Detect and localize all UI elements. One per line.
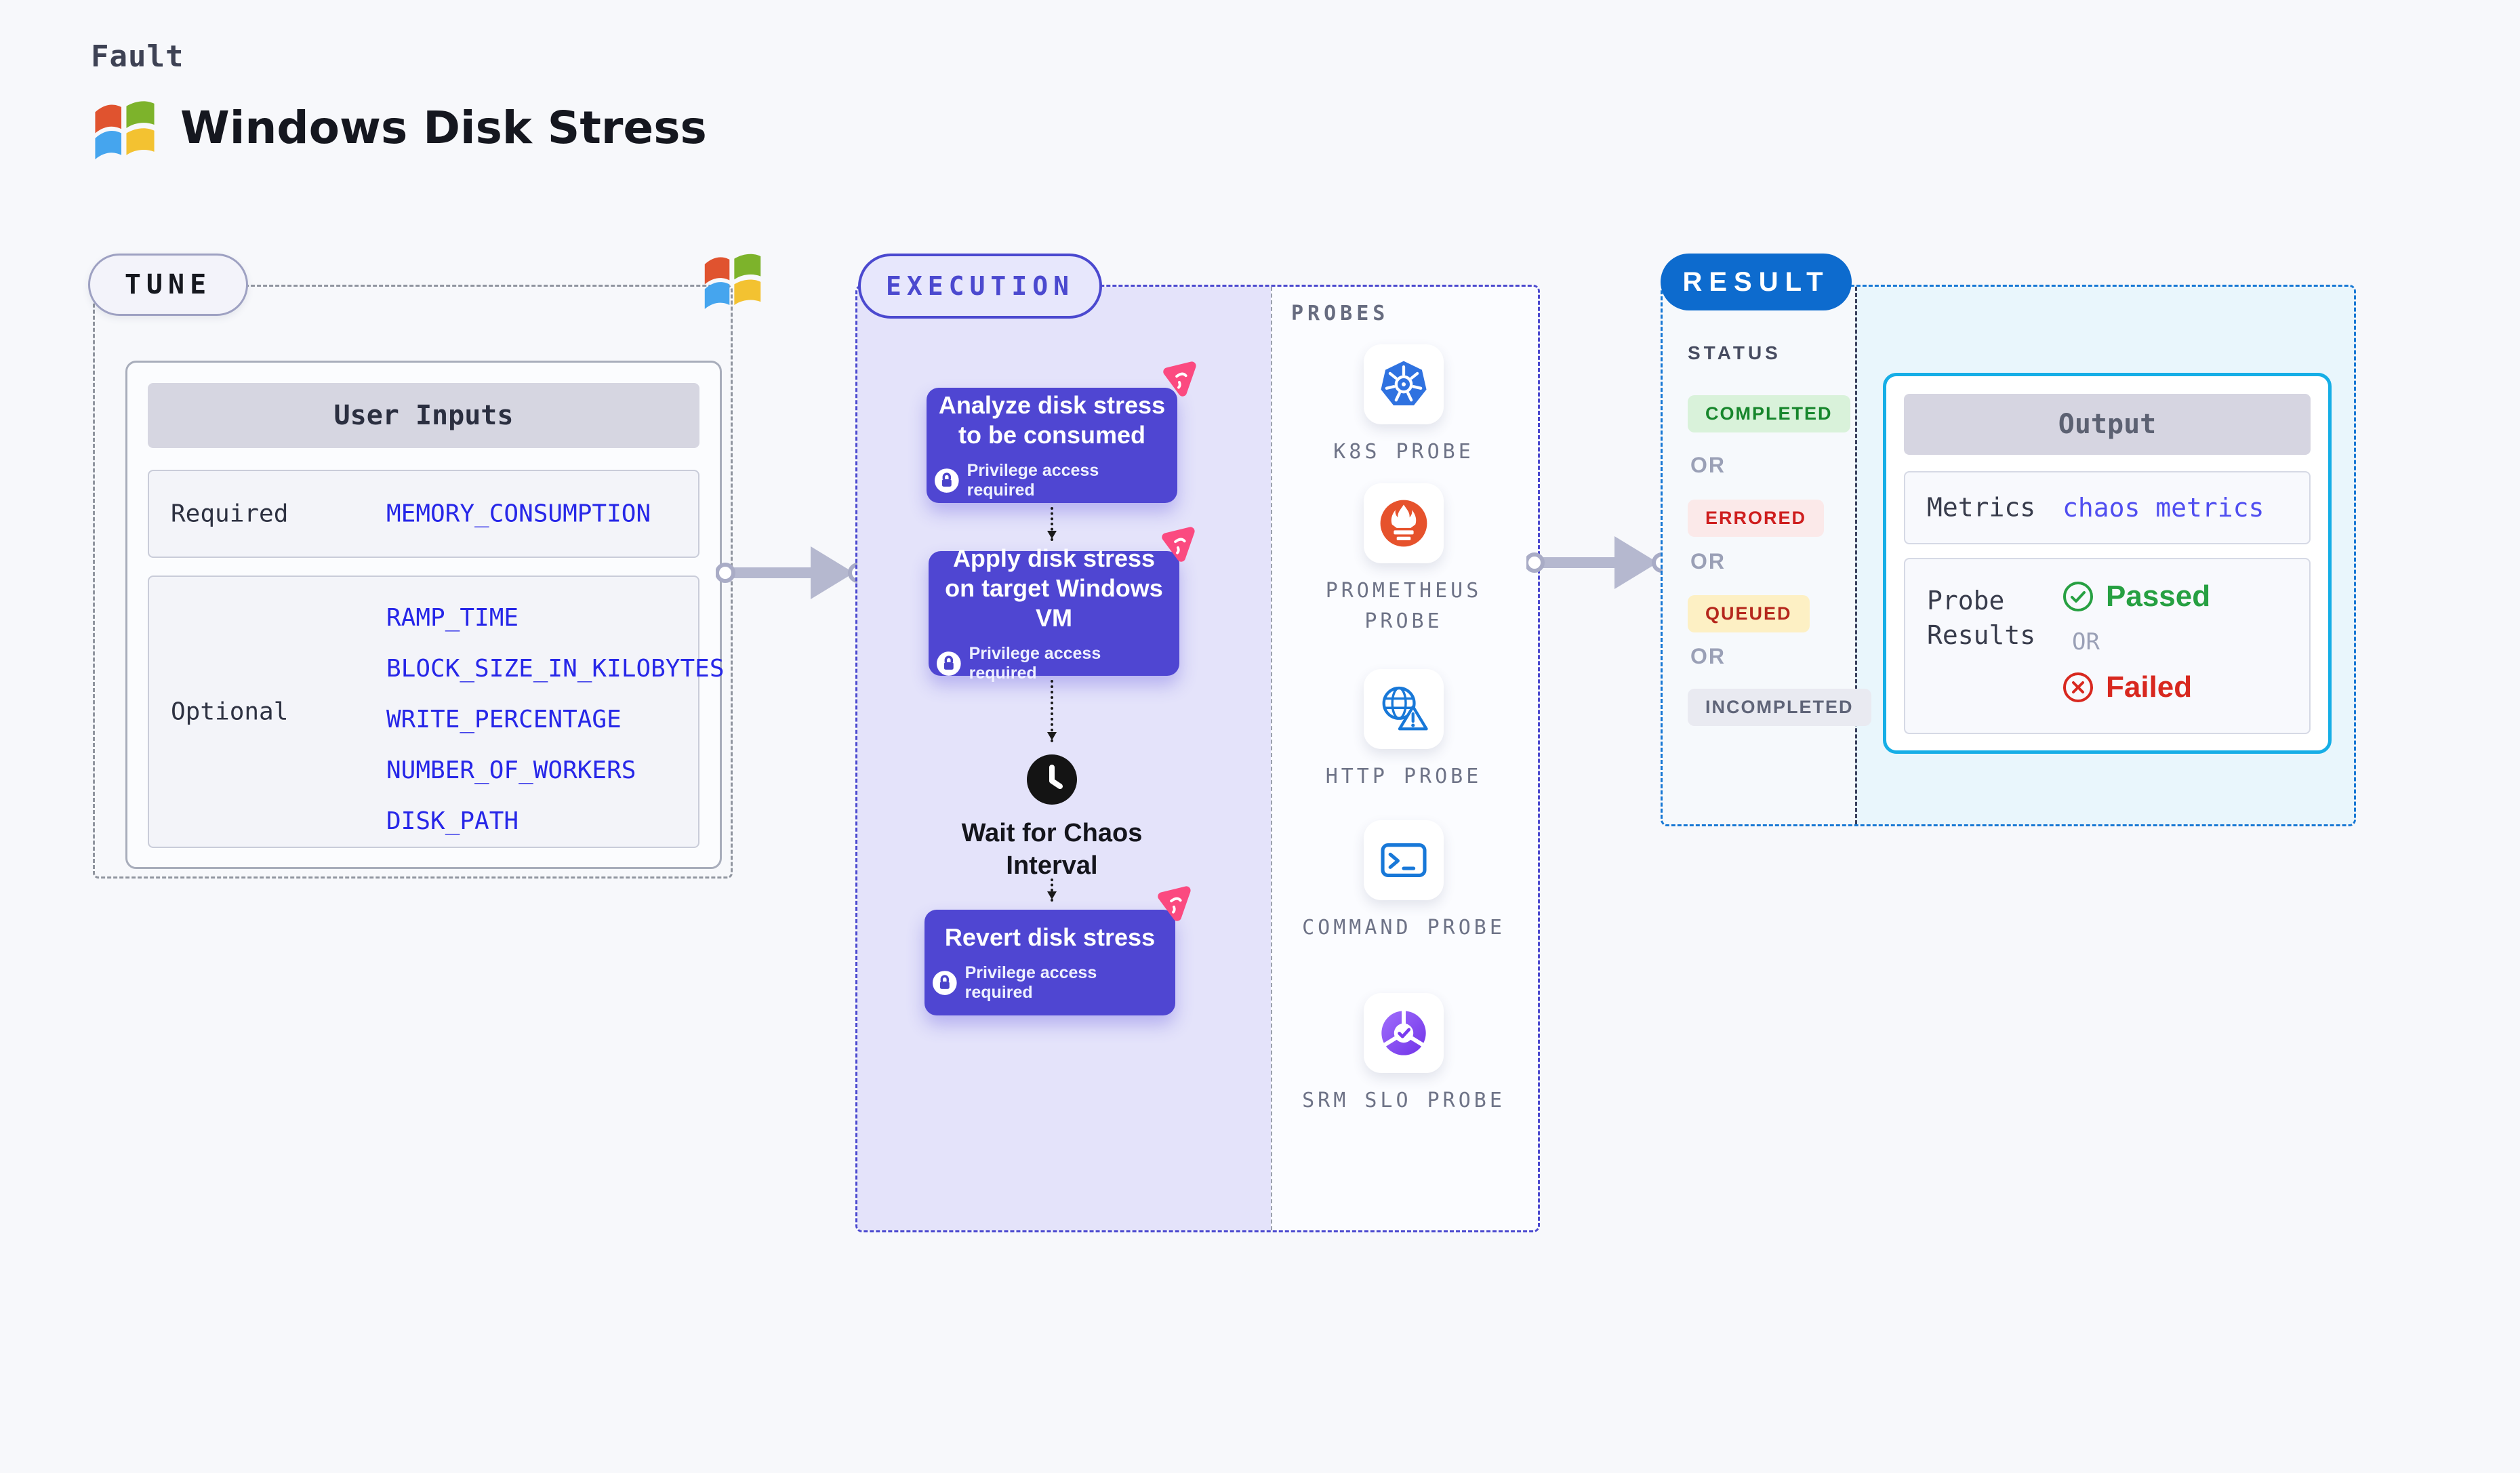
- probes-title: PROBES: [1291, 302, 1389, 325]
- http-globe-icon: [1382, 686, 1428, 731]
- status-completed-badge: COMPLETED: [1688, 395, 1850, 432]
- step-analyze-disk-stress: Analyze disk stress to be consumed Privi…: [927, 388, 1177, 503]
- prometheus-icon: [1380, 500, 1427, 547]
- privilege-badge: Privilege access required: [935, 461, 1169, 500]
- probe-label: SRM SLO PROBE: [1302, 1089, 1505, 1112]
- status-queued-badge: QUEUED: [1688, 595, 1810, 632]
- probe-label: HTTP PROBE: [1325, 765, 1482, 788]
- kubernetes-icon: [1381, 361, 1427, 405]
- chaos-flag-icon: [1158, 886, 1191, 921]
- probe-prometheus: PROMETHEUS PROBE: [1296, 483, 1511, 637]
- probe-label: COMMAND PROBE: [1302, 916, 1505, 940]
- step-title: Apply disk stress on target Windows VM: [945, 544, 1163, 632]
- execution-badge: EXECUTION: [858, 254, 1102, 319]
- output-title: Output: [1904, 394, 2311, 455]
- failed-line: Failed: [2062, 670, 2210, 704]
- metrics-value: chaos metrics: [2062, 493, 2264, 523]
- tune-region: [93, 285, 733, 879]
- metrics-row: Metrics chaos metrics: [1904, 471, 2311, 544]
- privilege-label: Privilege access required: [964, 963, 1097, 1002]
- or-label: OR: [1690, 549, 1726, 573]
- privilege-badge: Privilege access required: [937, 644, 1171, 683]
- optional-row: Optional RAMP_TIME BLOCK_SIZE_IN_KILOBYT…: [148, 576, 725, 848]
- or-label: OR: [1690, 453, 1726, 477]
- srm-slo-icon: [1381, 1010, 1426, 1055]
- required-row: Required MEMORY_CONSUMPTION: [148, 470, 699, 558]
- optional-label: Optional: [171, 698, 289, 726]
- status-label: STATUS: [1688, 342, 1781, 363]
- windows-logo-icon: [704, 254, 761, 309]
- page-title: Windows Disk Stress: [180, 102, 707, 154]
- step-title: Analyze disk stress to be consumed: [938, 391, 1166, 449]
- dotted-connector: [1047, 507, 1057, 541]
- probe-results-label: Probe Results: [1927, 586, 2036, 651]
- probe-card: [1364, 820, 1444, 900]
- command-terminal-icon: [1381, 843, 1427, 877]
- lock-icon: [935, 468, 959, 493]
- param-number-of-workers: NUMBER_OF_WORKERS: [386, 756, 636, 784]
- windows-logo-icon: [95, 101, 155, 160]
- metrics-label: Metrics: [1927, 492, 2036, 523]
- or-label: OR: [2072, 628, 2100, 655]
- probe-k8s: K8S PROBE: [1296, 344, 1511, 467]
- step-apply-disk-stress: Apply disk stress on target Windows VM P…: [929, 544, 1179, 683]
- step-revert-disk-stress: Revert disk stress Privilege access requ…: [924, 910, 1175, 1015]
- status-errored-badge: ERRORED: [1688, 500, 1825, 537]
- probe-label: PROMETHEUS PROBE: [1325, 579, 1482, 633]
- tune-badge: TUNE: [88, 254, 248, 316]
- required-label: Required: [171, 500, 289, 528]
- probe-card: [1364, 669, 1444, 749]
- lock-icon: [933, 971, 957, 995]
- dotted-connector: [1047, 680, 1057, 742]
- arrow-right-icon: [1526, 536, 1672, 589]
- or-label: OR: [1690, 644, 1726, 668]
- param-ramp-time: RAMP_TIME: [386, 604, 519, 632]
- probe-label: K8S PROBE: [1333, 440, 1474, 464]
- probe-command: COMMAND PROBE: [1296, 820, 1511, 943]
- chaos-flag-icon: [1162, 527, 1195, 562]
- check-circle-icon: [2063, 582, 2093, 611]
- failed-label: Failed: [2106, 670, 2193, 704]
- clock-icon: [1027, 754, 1077, 805]
- result-badge: RESULT: [1661, 254, 1852, 310]
- param-block-size: BLOCK_SIZE_IN_KILOBYTES: [386, 655, 725, 683]
- probe-srm-slo: SRM SLO PROBE: [1296, 993, 1511, 1116]
- probe-results-row: Probe Results Passed OR Failed: [1904, 558, 2311, 734]
- probe-card: [1364, 993, 1444, 1073]
- privilege-label: Privilege access required: [967, 460, 1099, 500]
- status-column: [1663, 287, 1855, 824]
- probes-area: [1271, 287, 1538, 1230]
- output-table: Output Metrics chaos metrics Probe Resul…: [1883, 373, 2332, 754]
- wait-for-chaos-label: Wait for Chaos Interval: [961, 819, 1143, 880]
- user-inputs-table: User Inputs Required MEMORY_CONSUMPTION …: [125, 361, 725, 869]
- probe-card: [1364, 344, 1444, 424]
- privilege-badge: Privilege access required: [933, 963, 1167, 1003]
- x-circle-icon: [2063, 672, 2093, 702]
- param-write-percentage: WRITE_PERCENTAGE: [386, 706, 622, 733]
- param-disk-path: DISK_PATH: [386, 807, 519, 835]
- passed-line: Passed: [2062, 580, 2210, 613]
- probe-http: HTTP PROBE: [1296, 669, 1511, 792]
- dotted-connector: [1047, 879, 1057, 902]
- param-memory-consumption: MEMORY_CONSUMPTION: [386, 500, 651, 528]
- step-title: Revert disk stress: [944, 923, 1156, 952]
- fault-eyebrow: Fault: [91, 39, 184, 74]
- arrow-right-icon: [716, 546, 868, 599]
- status-incompleted-badge: INCOMPLETED: [1688, 689, 1871, 726]
- user-inputs-title: User Inputs: [148, 383, 699, 448]
- passed-label: Passed: [2106, 580, 2211, 613]
- chaos-flag-icon: [1163, 361, 1196, 397]
- lock-icon: [937, 651, 961, 676]
- privilege-label: Privilege access required: [969, 643, 1101, 683]
- probe-card: [1364, 483, 1444, 563]
